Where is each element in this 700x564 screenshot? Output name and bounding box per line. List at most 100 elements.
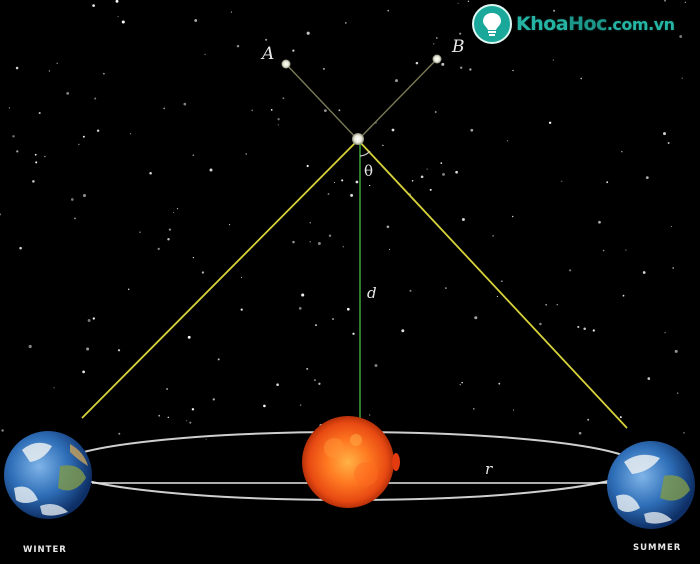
background-star-dot	[201, 271, 204, 274]
background-star-dot	[192, 154, 195, 157]
background-star-dot	[309, 241, 311, 243]
background-star-dot	[245, 153, 247, 155]
background-star-dot	[118, 432, 121, 435]
background-star-dot	[683, 432, 685, 434]
background-star-dot	[545, 304, 547, 306]
background-star-dot	[667, 142, 670, 144]
background-star-dot	[492, 235, 494, 237]
winter-label: WINTER	[23, 545, 67, 555]
sun	[302, 416, 400, 508]
sight-line-summer	[357, 139, 628, 429]
background-star-dot	[459, 66, 463, 70]
background-star-dot	[344, 22, 347, 24]
background-star-dot	[53, 387, 55, 389]
background-star-dot	[327, 193, 330, 195]
background-star-dot	[387, 9, 390, 12]
background-star-dot	[270, 109, 273, 111]
background-star-dot	[681, 77, 683, 79]
background-star-dot	[228, 224, 231, 226]
background-star-dot	[92, 4, 95, 7]
background-star-dot	[94, 97, 97, 100]
background-star-dot	[115, 0, 119, 3]
near-star	[352, 133, 364, 145]
background-star-dot	[583, 327, 586, 331]
background-star-dot	[70, 198, 74, 201]
background-star-dot	[411, 179, 414, 182]
background-star-dot	[117, 349, 121, 352]
background-star-dot	[382, 144, 384, 147]
background-star-dot	[292, 240, 295, 244]
background-star-dot	[103, 72, 105, 75]
background-star-dot	[158, 414, 161, 417]
background-star-dot	[236, 44, 240, 48]
background-star-dot	[192, 256, 195, 259]
background-star-dot	[341, 179, 344, 182]
background-star-dot	[263, 404, 266, 408]
background-star-dot	[176, 208, 179, 210]
background-star-dot	[240, 308, 243, 311]
background-star-dot	[461, 218, 465, 221]
angle-arc	[359, 150, 371, 157]
background-star-dot	[679, 35, 683, 38]
background-star-dot	[96, 129, 100, 132]
background-star-dot	[461, 381, 463, 384]
background-star-dot	[129, 133, 131, 135]
background-star-dot	[369, 184, 371, 187]
background-star-dot	[642, 271, 646, 274]
background-star-dot	[470, 128, 474, 132]
background-star-dot	[149, 171, 152, 175]
angle-label: θ	[364, 162, 373, 180]
background-star-dot	[374, 364, 378, 367]
background-star-dot	[1, 429, 4, 432]
background-star-dot	[328, 234, 332, 237]
background-star-dot	[74, 217, 76, 220]
background-star-dot	[332, 318, 334, 320]
background-star-dot	[217, 358, 220, 361]
background-star-dot	[163, 107, 166, 110]
background-star-dot	[240, 276, 243, 278]
summer-label: SUMMER	[633, 543, 681, 553]
background-star-dot	[569, 269, 572, 272]
background-star-dot	[415, 61, 419, 65]
background-star-dot	[539, 322, 542, 326]
background-star-dot	[306, 367, 309, 370]
background-star-dot	[401, 329, 405, 333]
background-star-dot	[498, 382, 501, 385]
background-star-dot	[12, 135, 15, 138]
background-star-dot	[625, 249, 627, 251]
background-star-dot	[671, 225, 673, 227]
background-star-dot	[592, 329, 595, 332]
background-star-dot	[306, 31, 310, 35]
background-star-dot	[127, 288, 130, 291]
background-star-dot	[441, 62, 445, 66]
background-star-dot	[32, 180, 35, 183]
background-star-dot	[167, 237, 170, 241]
background-star-dot	[674, 349, 678, 353]
distance-label: d	[367, 284, 377, 302]
background-star-dot	[82, 193, 87, 198]
background-star-dot	[19, 246, 22, 250]
background-star-dot	[440, 162, 443, 164]
background-star-dot	[512, 69, 514, 72]
background-star-dot	[121, 20, 125, 24]
background-star-dot	[168, 228, 172, 231]
background-star-dot	[664, 332, 666, 334]
background-star-dot	[48, 70, 51, 72]
background-star-dot	[429, 188, 432, 191]
radius-label: r	[485, 460, 493, 478]
background-star-dot	[434, 111, 437, 113]
background-star-dot	[38, 111, 41, 115]
background-star-dot	[338, 109, 341, 112]
background-star-dot	[506, 140, 508, 142]
background-star-dot	[580, 77, 583, 80]
background-star-dot	[388, 248, 391, 251]
background-star-dot	[467, 0, 470, 3]
background-star-dot	[645, 176, 649, 180]
background-star-dot	[501, 280, 503, 282]
background-star-dot	[342, 246, 344, 248]
star-b-label: B	[451, 37, 465, 57]
background-star-dot	[334, 181, 336, 184]
background-star-dot	[309, 222, 311, 224]
background-star-dot	[194, 19, 198, 22]
background-star-dot	[209, 168, 213, 172]
